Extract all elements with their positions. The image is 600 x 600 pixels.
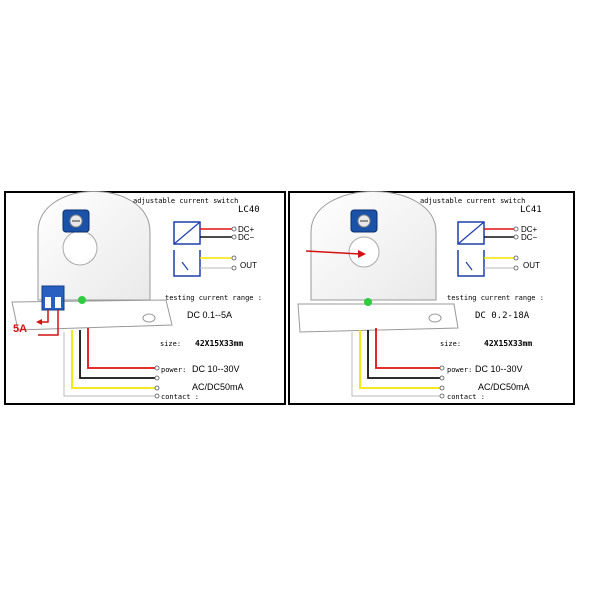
- size-value: 42X15X33mm: [195, 339, 243, 348]
- range-value: DC 0.2-18A: [475, 311, 530, 321]
- out-label: OUT: [523, 261, 540, 270]
- input-current-label: 5A: [13, 323, 27, 335]
- measuring-hole: [348, 236, 380, 268]
- power-supply-symbol: [173, 221, 237, 245]
- dc-minus-label: DC−: [238, 233, 255, 242]
- size-caption: size:: [440, 340, 461, 348]
- panel-frame: [288, 191, 575, 405]
- measuring-hole: [62, 230, 98, 266]
- input-current-arrow: 5A: [13, 310, 59, 336]
- range-value: DC 0.1--5A: [187, 310, 232, 320]
- panel-lc40: 5A adjustable current switch LC40 DC+ DC…: [4, 191, 286, 405]
- power-value: DC 10--30V: [192, 364, 240, 374]
- panel-lc41: adjustable current switch LC41 DC+ DC− O…: [288, 191, 575, 405]
- dc-plus-label: DC+: [238, 225, 255, 234]
- contact-value: AC/DC50mA: [192, 382, 244, 392]
- switch-caption: adjustable current switch: [420, 197, 525, 205]
- range-caption: testing current range :: [165, 294, 262, 302]
- out-label: OUT: [240, 261, 257, 270]
- dc-plus-label: DC+: [521, 225, 538, 234]
- mounting-plate: [297, 303, 459, 333]
- mounting-hole: [142, 313, 156, 323]
- model-label: LC40: [238, 205, 260, 215]
- switch-caption: adjustable current switch: [133, 197, 238, 205]
- power-caption: power:: [447, 366, 472, 374]
- conductor-arrow: [305, 250, 366, 258]
- power-caption: power:: [161, 366, 186, 374]
- mounting-hole: [428, 313, 442, 323]
- dc-minus-label: DC−: [521, 233, 538, 242]
- sensor-body: [11, 191, 173, 331]
- power-value: DC 10--30V: [475, 364, 523, 374]
- contact-caption: contact :: [161, 393, 199, 401]
- status-led-icon: [364, 298, 372, 306]
- status-led-icon: [78, 296, 86, 304]
- output-switch-symbol: [457, 250, 519, 277]
- wire-bundle: [63, 328, 160, 399]
- panel-frame: [4, 191, 286, 405]
- sensor-body: [297, 191, 459, 333]
- size-value: 42X15X33mm: [484, 339, 532, 348]
- contact-caption: contact :: [447, 393, 485, 401]
- range-caption: testing current range :: [447, 294, 544, 302]
- wire-bundle: [351, 328, 445, 399]
- power-supply-symbol: [457, 221, 519, 245]
- output-switch-symbol: [173, 250, 237, 277]
- model-label: LC41: [520, 205, 542, 215]
- size-caption: size:: [160, 340, 181, 348]
- contact-value: AC/DC50mA: [478, 382, 530, 392]
